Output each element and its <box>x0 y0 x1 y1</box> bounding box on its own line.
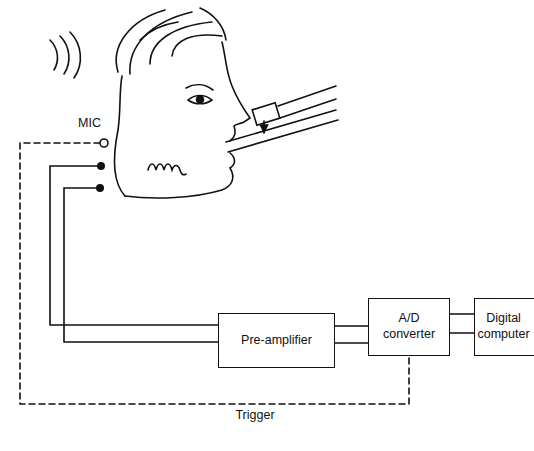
amplifier-box: Pre-amplifier <box>218 313 335 368</box>
back-of-face <box>115 76 125 196</box>
force-arrow <box>263 121 265 133</box>
signal-label: Trigger <box>233 408 276 422</box>
hair <box>130 12 192 74</box>
box-label: A/D converter <box>374 311 444 342</box>
bite-bar <box>226 110 338 152</box>
signal-cable <box>335 326 368 343</box>
microphone-label: MIC <box>76 116 103 130</box>
box-label: Pre-amplifier <box>241 333 312 349</box>
microphone <box>100 139 108 147</box>
teeth <box>148 164 186 175</box>
pupil <box>197 96 204 103</box>
face-profile <box>222 42 250 141</box>
eye <box>188 96 212 104</box>
hair <box>150 22 212 64</box>
converter-box: A/D converter <box>368 298 450 356</box>
electrode-wire <box>64 188 218 342</box>
computer-box: Digital computer <box>474 298 534 356</box>
hair <box>140 22 178 40</box>
electrode-wire <box>50 166 218 325</box>
transducer-tube <box>278 86 336 118</box>
electrode <box>96 184 104 192</box>
signal-cable <box>450 314 474 333</box>
box-label: Digital computer <box>477 311 529 342</box>
sound-wave <box>70 32 80 78</box>
sound-wave <box>60 36 69 74</box>
eyebrow <box>186 85 213 90</box>
hair <box>172 35 222 56</box>
hair <box>200 8 226 40</box>
sound-wave <box>50 40 57 70</box>
electrode <box>97 162 105 170</box>
transducer <box>252 103 280 125</box>
trigger-line <box>20 143 409 404</box>
chin-jaw <box>125 153 235 198</box>
